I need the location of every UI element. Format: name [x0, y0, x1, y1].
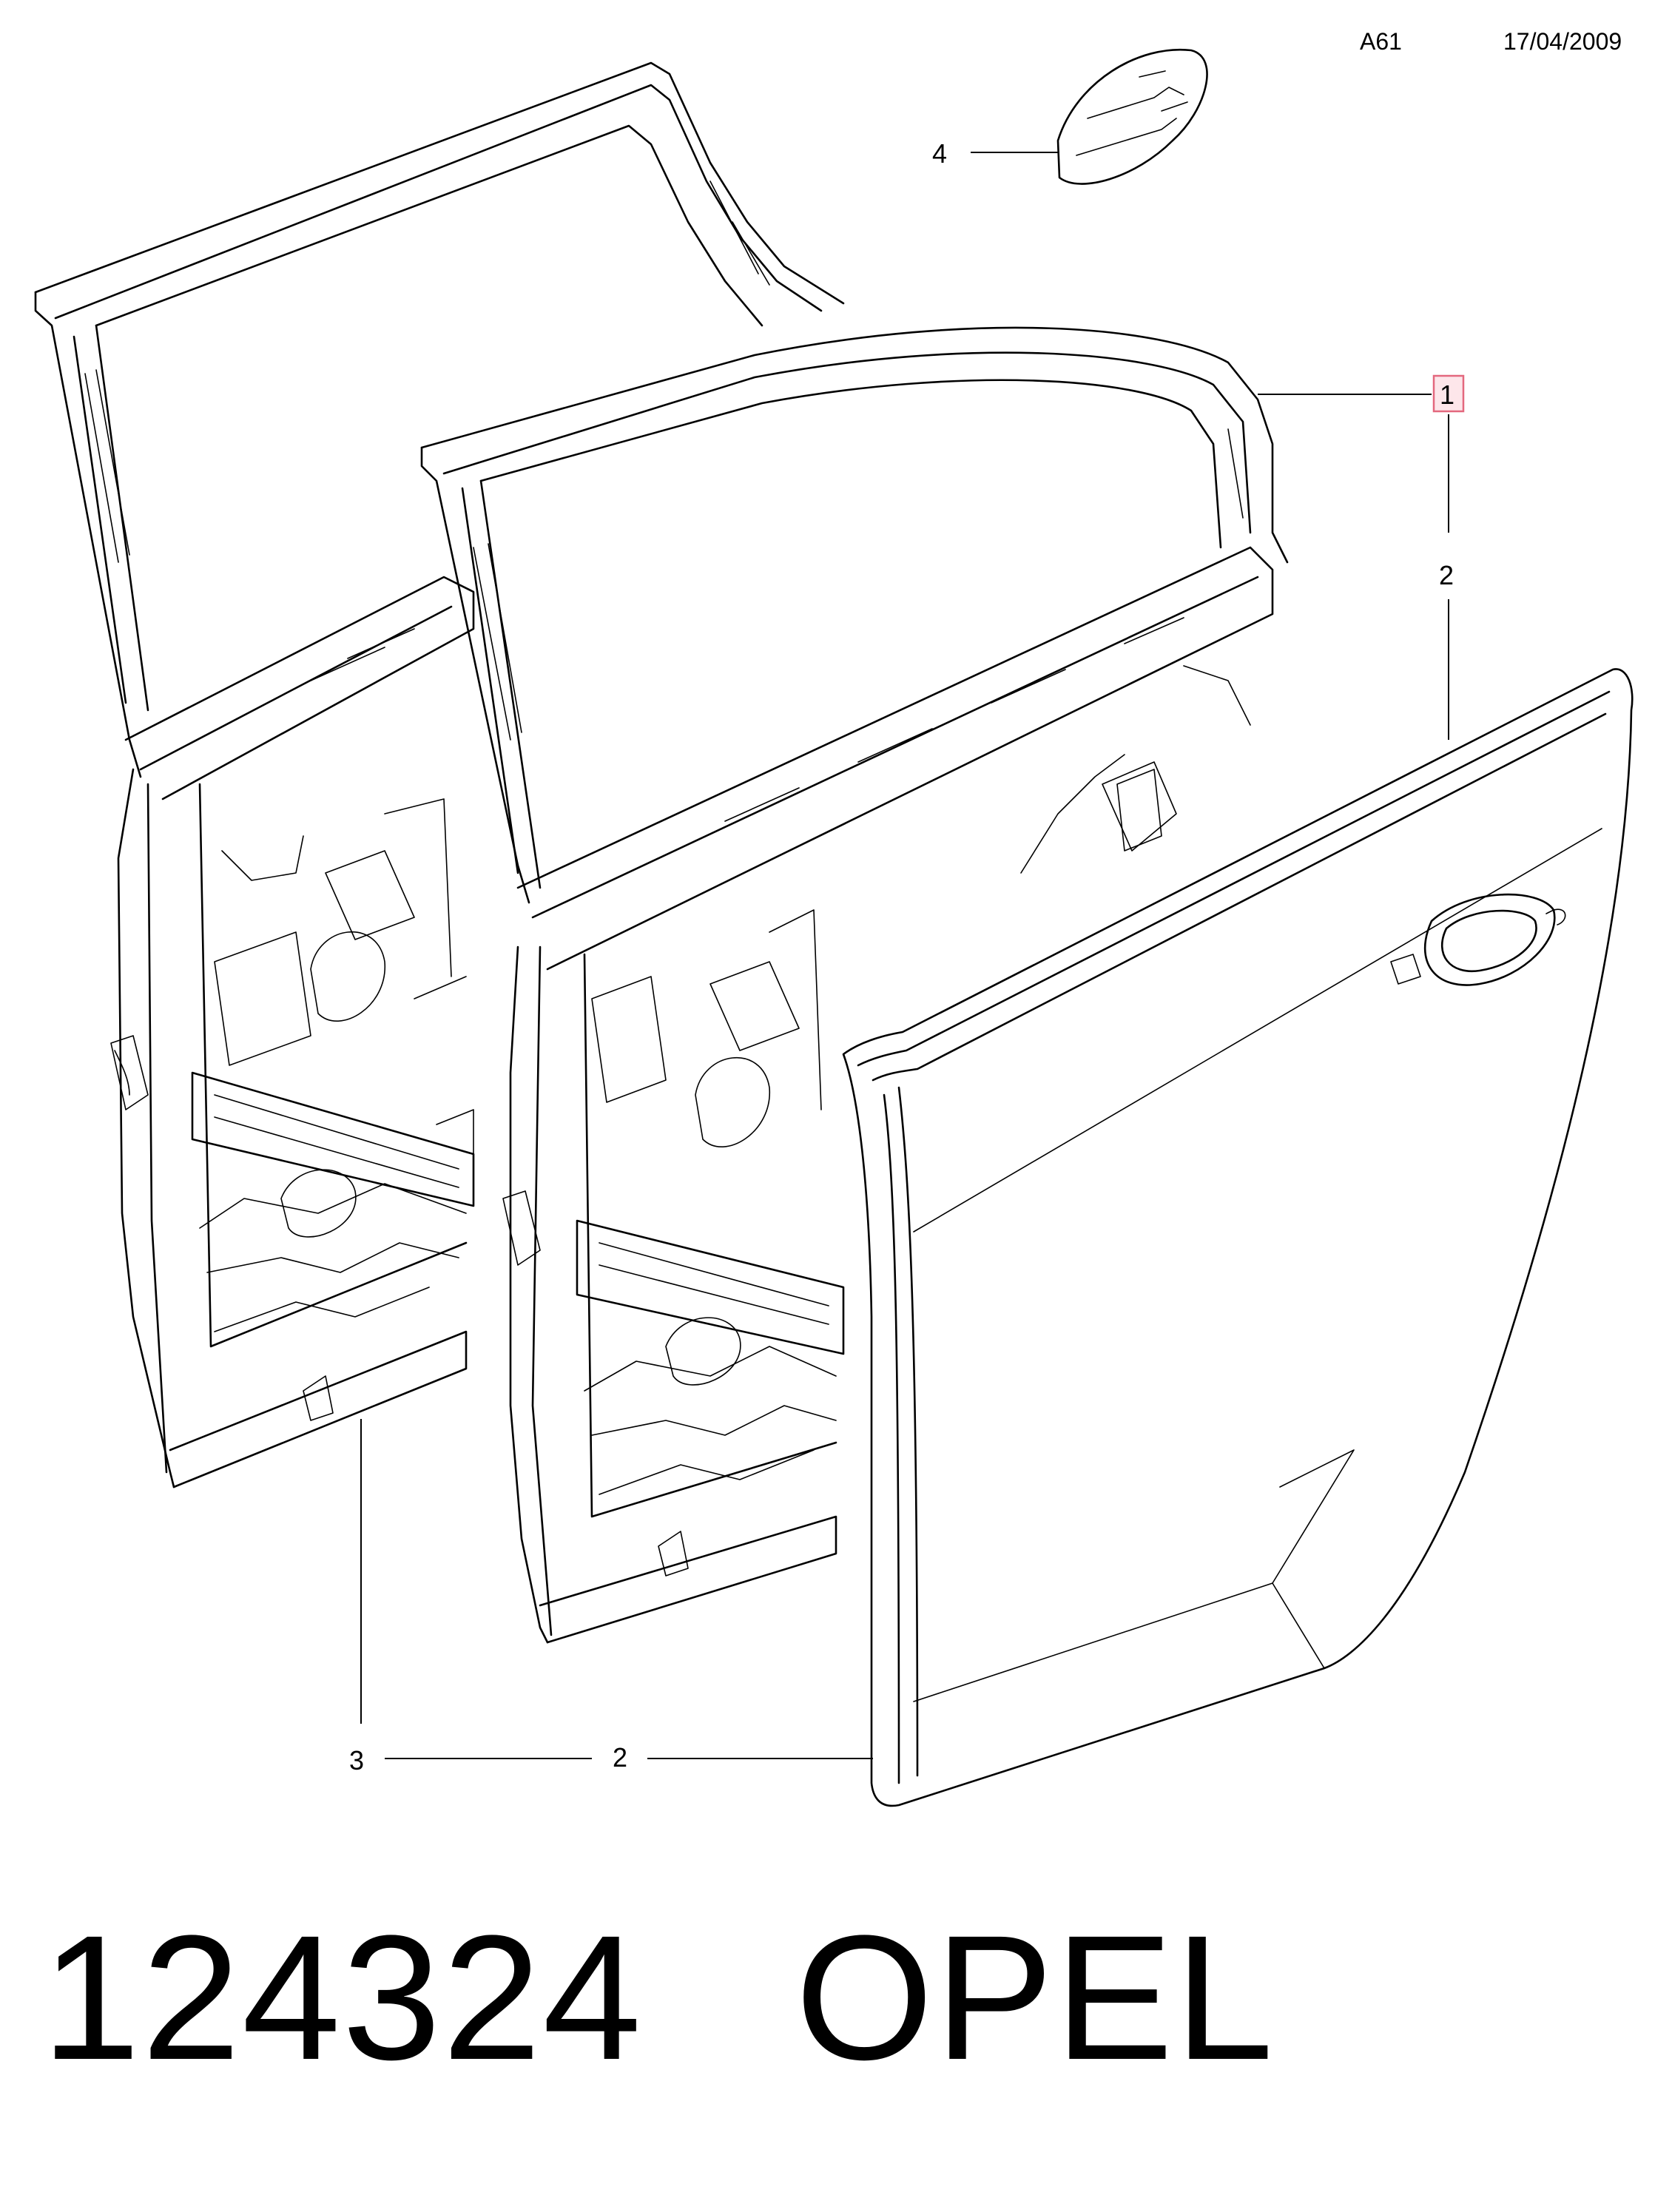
callout-4-label: 4 [932, 138, 947, 169]
part-2-outer-skin[interactable] [842, 668, 1634, 1807]
part-4-plug-cover[interactable] [1056, 48, 1208, 185]
part-number-footer: 124324 OPEL [41, 1894, 1275, 2101]
callout-2-lower-label: 2 [613, 1742, 627, 1773]
callout-4[interactable]: 4 [932, 138, 1059, 169]
part-3-door-frame[interactable] [34, 61, 845, 1488]
callout-1-highlight [1432, 374, 1465, 413]
callout-3[interactable]: 3 [349, 1419, 592, 1776]
callout-1[interactable]: 1 [1258, 374, 1465, 413]
callout-2-upper-label: 2 [1439, 560, 1454, 590]
brand-name: OPEL [795, 1898, 1275, 2097]
callout-2-upper[interactable]: 2 [1439, 414, 1454, 740]
callout-2-lower[interactable]: 2 [613, 1742, 873, 1773]
part-number: 124324 [41, 1898, 643, 2097]
diagram-code: A61 [1360, 28, 1402, 55]
diagram-date: 17/04/2009 [1503, 28, 1622, 55]
callout-1-label: 1 [1440, 380, 1454, 410]
part-1-door-frame[interactable] [420, 326, 1289, 1644]
callout-3-label: 3 [349, 1745, 364, 1776]
door-exploded-diagram: 1 2 4 3 2 [34, 48, 1634, 1807]
